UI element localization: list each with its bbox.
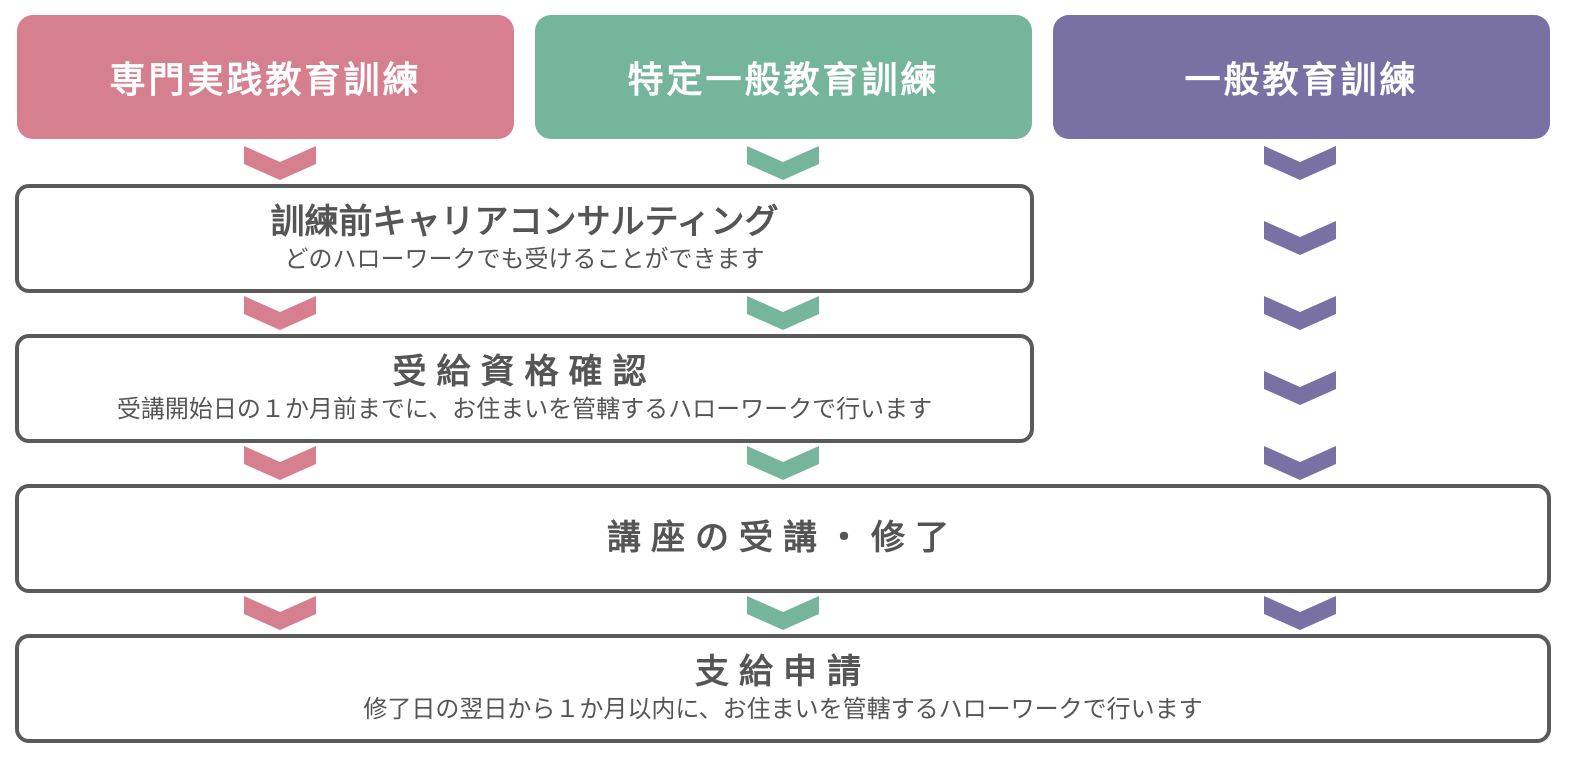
header-tokutei-ippan: 特定一般教育訓練 [535, 15, 1032, 139]
chevron-down-icon [244, 296, 316, 330]
step-course-completion-title: 講座の受講・修了 [607, 517, 959, 558]
chevron-down-icon [1264, 446, 1336, 480]
chevron-down-icon [244, 146, 316, 180]
step-eligibility-check: 受給資格確認 受講開始日の１か月前までに、お住まいを管轄するハローワークで行いま… [15, 334, 1034, 443]
chevron-down-icon [1264, 371, 1336, 405]
step-career-consulting: 訓練前キャリアコンサルティング どのハローワークでも受けることができます [15, 184, 1034, 293]
chevron-down-icon [1264, 146, 1336, 180]
step-benefit-claim-title: 支給申請 [695, 651, 871, 692]
chevron-down-icon [244, 446, 316, 480]
chevron-down-icon [747, 596, 819, 630]
chevron-down-icon [244, 596, 316, 630]
header-senmon-jissen: 専門実践教育訓練 [17, 15, 514, 139]
chevron-down-icon [747, 296, 819, 330]
step-career-consulting-subtitle: どのハローワークでも受けることができます [284, 245, 765, 274]
step-benefit-claim: 支給申請 修了日の翌日から１か月以内に、お住まいを管轄するハローワークで行います [15, 634, 1551, 743]
chevron-down-icon [747, 446, 819, 480]
step-course-completion: 講座の受講・修了 [15, 484, 1551, 593]
chevron-down-icon [1264, 296, 1336, 330]
step-eligibility-check-subtitle: 受講開始日の１か月前までに、お住まいを管轄するハローワークで行います [116, 395, 933, 424]
chevron-down-icon [1264, 221, 1336, 255]
step-career-consulting-title: 訓練前キャリアコンサルティング [270, 201, 779, 242]
chevron-down-icon [747, 146, 819, 180]
header-ippan: 一般教育訓練 [1053, 15, 1550, 139]
step-benefit-claim-subtitle: 修了日の翌日から１か月以内に、お住まいを管轄するハローワークで行います [363, 695, 1203, 724]
chevron-down-icon [1264, 596, 1336, 630]
step-eligibility-check-title: 受給資格確認 [392, 351, 657, 392]
